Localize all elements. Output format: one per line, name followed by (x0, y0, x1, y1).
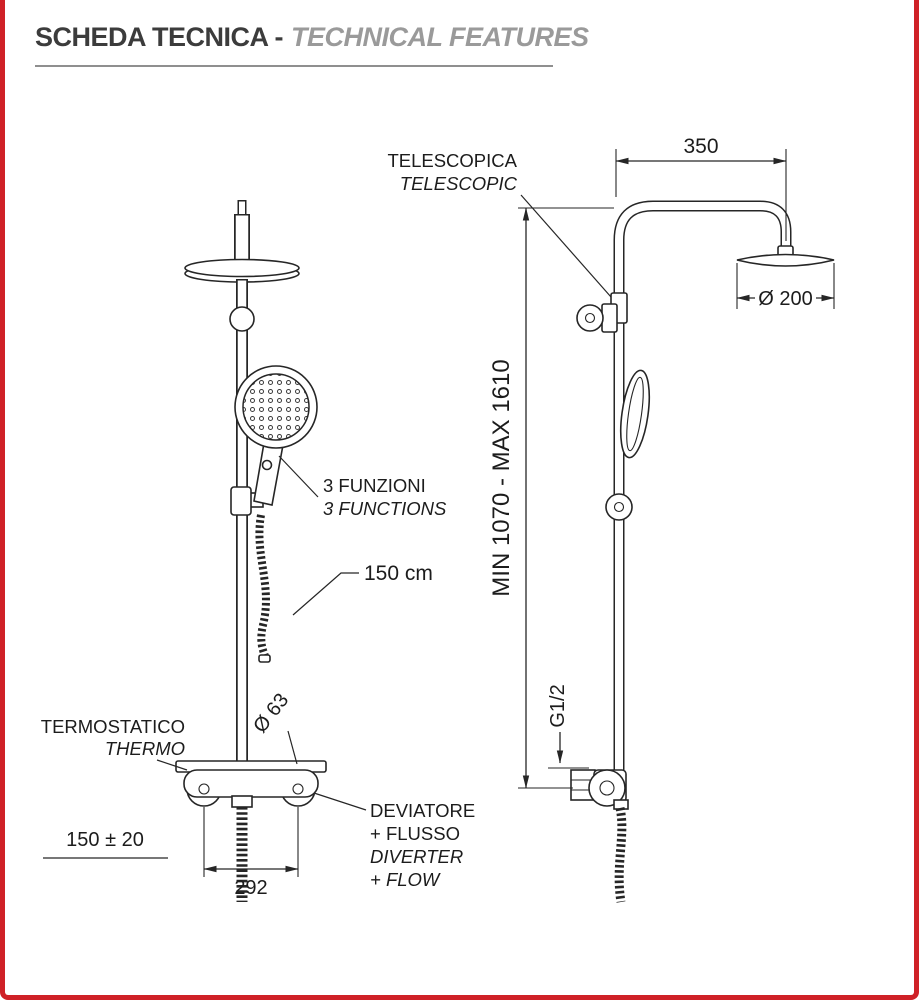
front-column (229, 279, 255, 780)
dim-body-width-label: 292 (234, 877, 267, 899)
label-telescopic-it: TELESCOPICA (387, 150, 517, 171)
dim-height-range: MIN 1070 - MAX 1610 (488, 207, 614, 789)
front-hand-shower-hose (255, 514, 270, 658)
side-wall-bracket (576, 303, 618, 333)
front-shower-head (184, 258, 300, 283)
dim-head-diameter-label: Ø 200 (758, 288, 812, 310)
label-functions-en: 3 FUNCTIONS (323, 498, 447, 519)
hand-shower-handle (253, 442, 284, 506)
dim-wall-distance: 150 ± 20 (43, 829, 168, 859)
front-hose-end (258, 654, 271, 663)
label-thermostatic-en: THERMO (105, 738, 185, 759)
label-diverter-line3: DIVERTER (370, 846, 463, 867)
page-title-english: TECHNICAL FEATURES (291, 22, 589, 52)
page-header: SCHEDA TECNICA -TECHNICAL FEATURES (35, 22, 589, 67)
label-thermostatic: TERMOSTATICO THERMO (41, 716, 188, 771)
label-functions-it: 3 FUNZIONI (323, 475, 426, 496)
dim-head-diameter: Ø 200 (736, 263, 835, 310)
dim-knob-diameter: Ø 63 (249, 689, 298, 765)
side-bottom-hose (614, 807, 627, 903)
dim-arm-length: 350 (615, 135, 787, 241)
side-outlet-nut (613, 799, 629, 810)
hand-shower-button (261, 459, 273, 471)
label-telescopic-en: TELESCOPIC (400, 173, 518, 194)
front-mixer (175, 760, 327, 902)
label-functions: 3 FUNZIONI 3 FUNCTIONS (278, 455, 447, 519)
side-holder-ring (605, 493, 633, 521)
front-slider-bracket (230, 486, 264, 516)
dim-body-width: 292 (203, 807, 299, 899)
side-hand-shower (619, 369, 651, 459)
label-hose-length: 150 cm (292, 562, 433, 616)
label-diverter-line1: DEVIATORE (370, 800, 475, 821)
mixer-outlet (231, 795, 253, 808)
label-diverter: DEVIATORE + FLUSSO DIVERTER + FLOW (313, 792, 475, 890)
dim-wall-distance-label: 150 ± 20 (66, 829, 144, 851)
label-diverter-line2: + FLUSSO (370, 823, 460, 844)
page-title-italian: SCHEDA TECNICA - (35, 22, 284, 52)
front-view: 150 ± 20 292 Ø 63 TERMOSTATICO THERMO (41, 200, 475, 902)
label-telescopic: TELESCOPICA TELESCOPIC (387, 150, 612, 298)
label-diverter-line4: + FLOW (370, 869, 441, 890)
side-column (610, 292, 628, 780)
dim-thread-label: G1/2 (547, 684, 569, 727)
label-hose-length-text: 150 cm (364, 562, 433, 585)
dim-thread: G1/2 (547, 684, 589, 769)
dim-arm-length-label: 350 (683, 135, 718, 158)
side-view: 350 Ø 200 MIN 1070 - MAX 1610 TELESCOP (387, 135, 835, 903)
page-title: SCHEDA TECNICA -TECHNICAL FEATURES (35, 22, 589, 53)
front-hand-shower (234, 365, 318, 506)
side-top-arm (613, 200, 792, 322)
technical-drawing: 150 ± 20 292 Ø 63 TERMOSTATICO THERMO (41, 135, 835, 903)
side-shower-head (736, 245, 835, 267)
front-ball-joint (229, 306, 255, 332)
label-thermostatic-it: TERMOSTATICO (41, 716, 185, 737)
side-mixer (570, 769, 629, 903)
dim-knob-diameter-label: Ø 63 (249, 689, 293, 737)
side-mixer-knob (588, 769, 626, 807)
dim-height-range-label: MIN 1070 - MAX 1610 (488, 359, 515, 596)
hand-shower-face (242, 373, 310, 441)
